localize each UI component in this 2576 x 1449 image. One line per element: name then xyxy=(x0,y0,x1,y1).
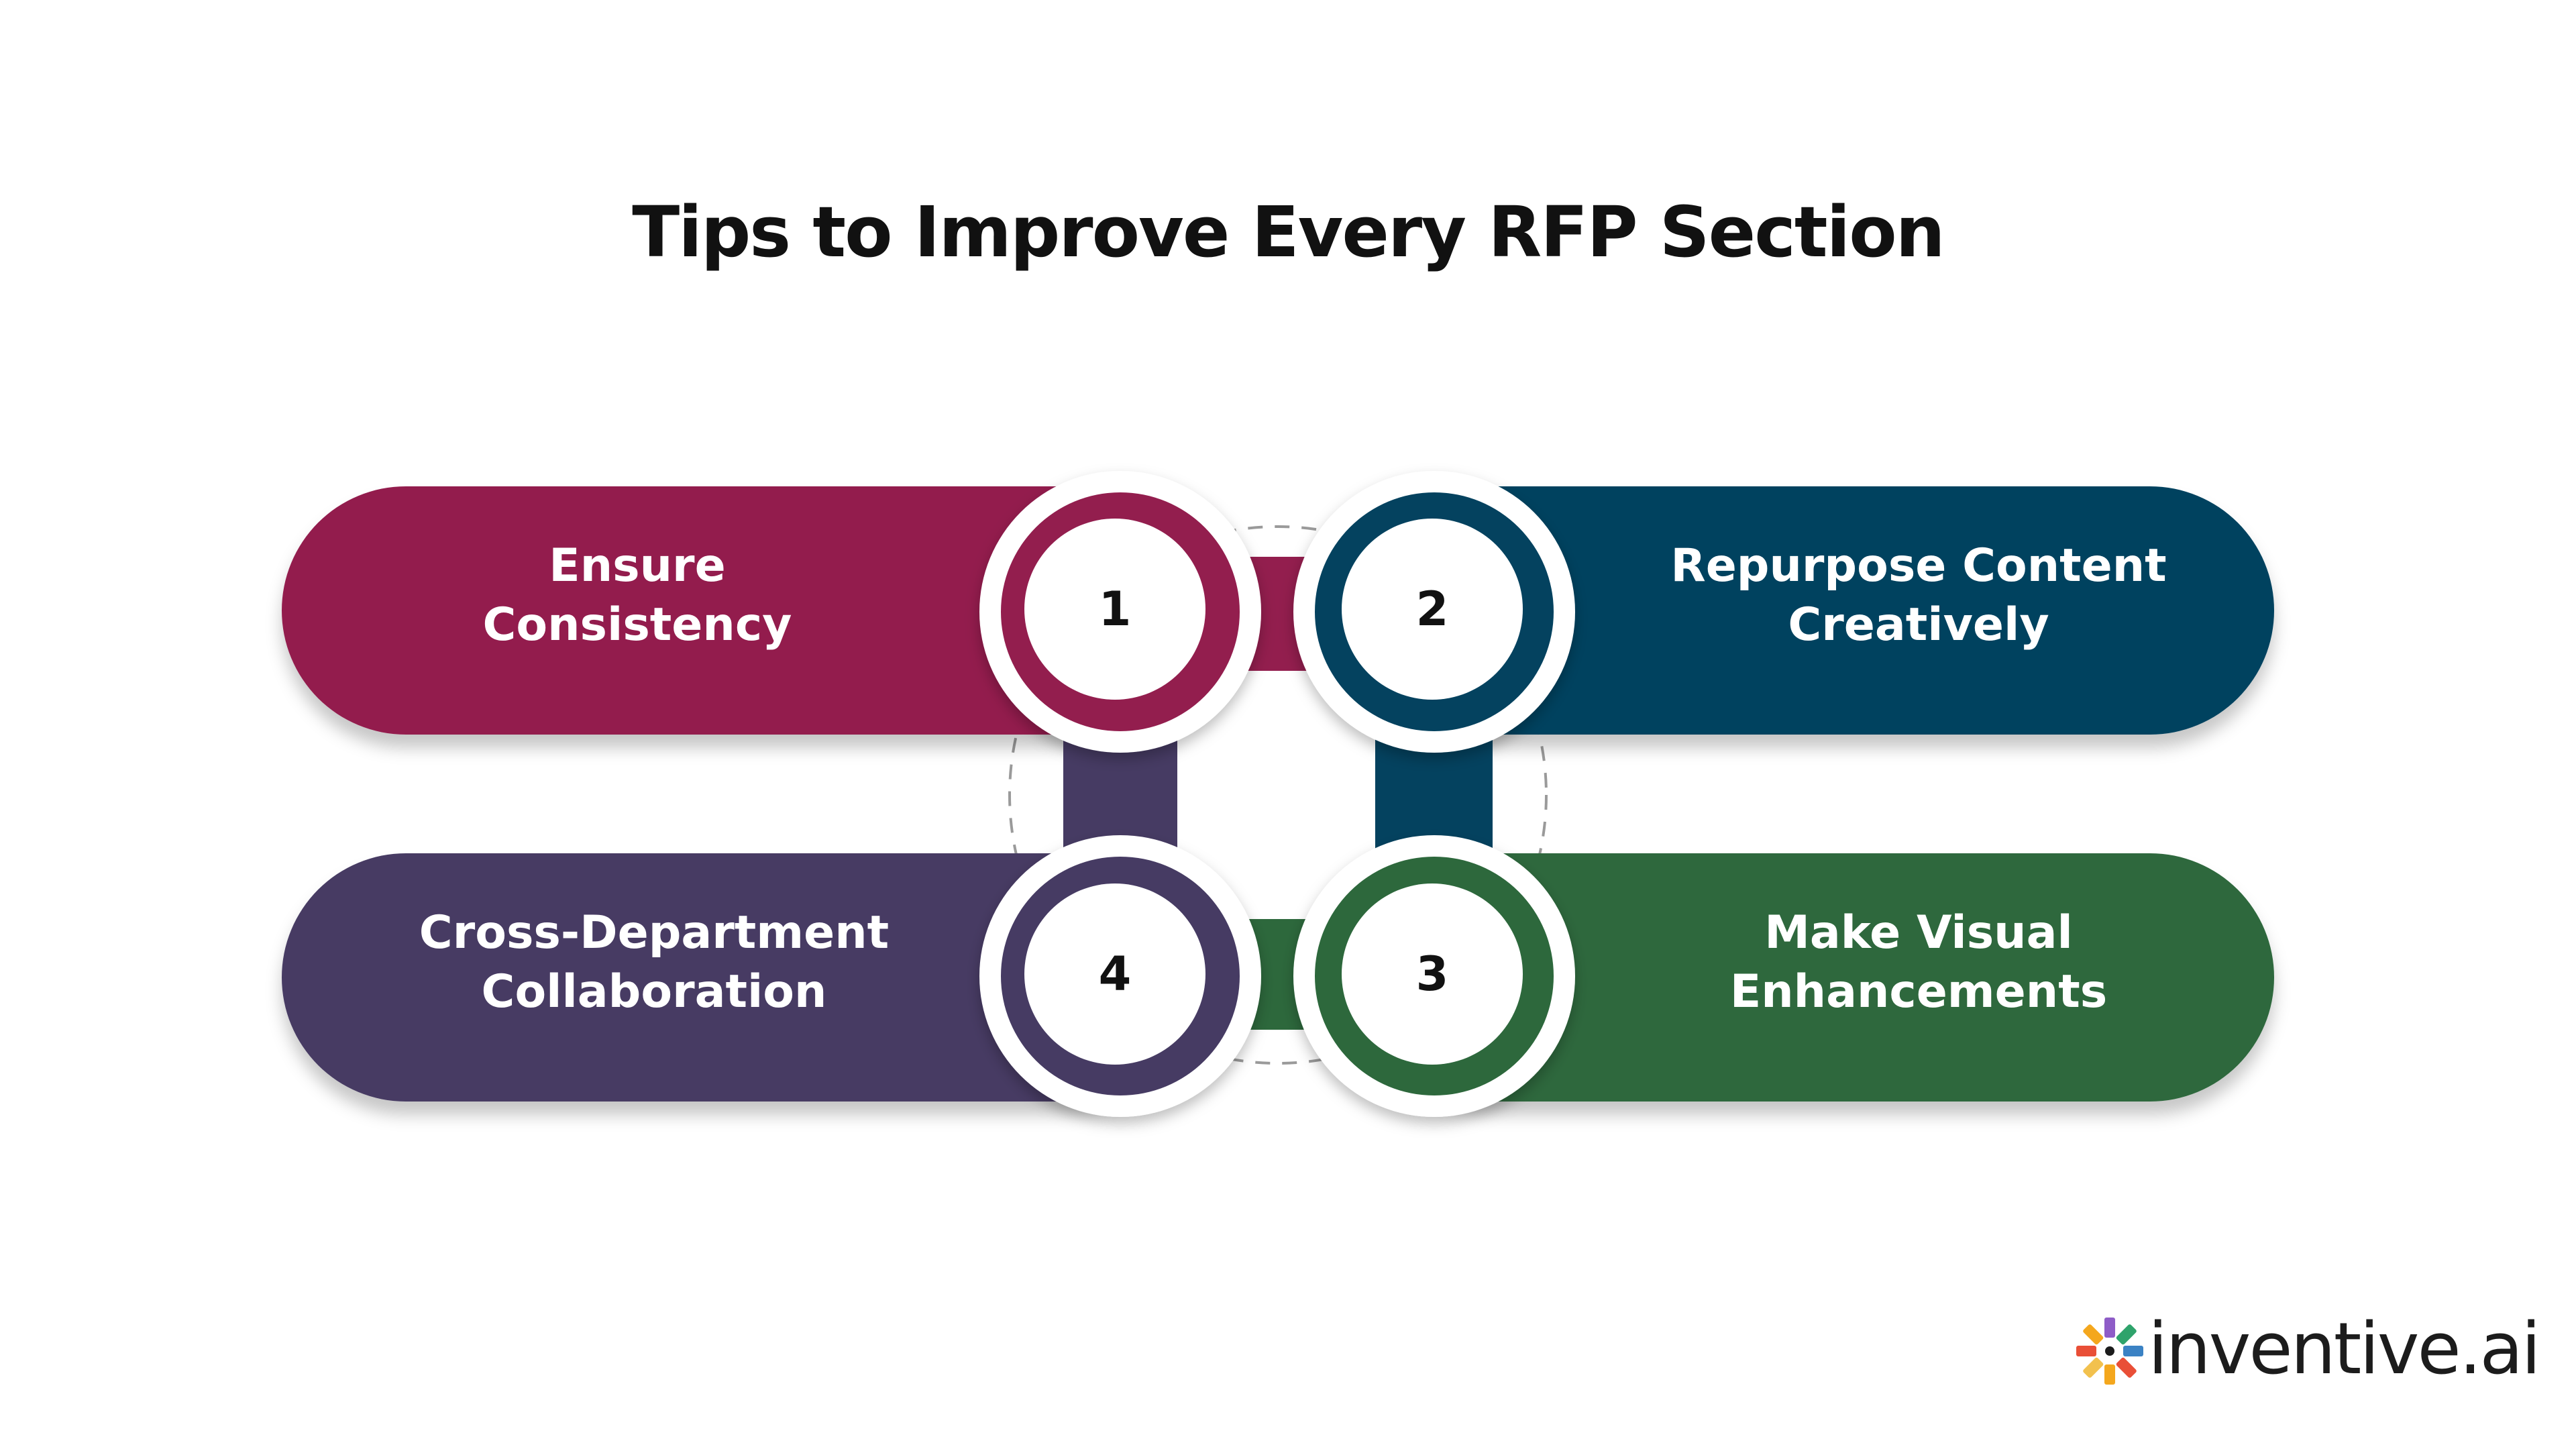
ring-step-4 xyxy=(979,835,1261,1117)
ring-step-3 xyxy=(1293,835,1575,1117)
ring-step-2 xyxy=(1293,471,1575,753)
dashed-center-circle xyxy=(1008,525,1548,1065)
step-4-number: 4 xyxy=(1098,947,1132,1002)
step-1-label-line-2: Consistency xyxy=(482,598,792,651)
step-3-label-line-1: Make Visual xyxy=(1764,906,2073,959)
step-1-label: Ensure Consistency xyxy=(416,537,859,655)
step-3-label: Make Visual Enhancements xyxy=(1623,904,2214,1022)
pill-step-1 xyxy=(282,486,1187,735)
step-2-number: 2 xyxy=(1415,582,1449,637)
step-1-label-line-1: Ensure xyxy=(549,539,726,592)
pinwheel-logo-mark xyxy=(2076,1318,2143,1385)
step-2-label-line-1: Repurpose Content xyxy=(1670,539,2167,592)
page-title: Tips to Improve Every RFP Section xyxy=(632,191,1945,273)
pill-step-2 xyxy=(1368,486,2274,735)
ring-step-1 xyxy=(979,471,1261,753)
pill-step-3 xyxy=(1368,853,2274,1102)
inventive-ai-logo: inventive.ai xyxy=(2073,1307,2556,1392)
step-4-label-line-1: Cross-Department xyxy=(419,906,890,959)
pill-step-4 xyxy=(282,853,1187,1102)
step-2-label-line-2: Creatively xyxy=(1788,598,2049,651)
step-1-number: 1 xyxy=(1098,582,1132,637)
step-3-label-line-2: Enhancements xyxy=(1729,965,2108,1018)
logo-wordmark: inventive.ai xyxy=(2148,1307,2541,1390)
step-4-label-line-2: Collaboration xyxy=(481,965,827,1018)
step-2-label: Repurpose Content Creatively xyxy=(1623,537,2214,655)
step-4-label: Cross-Department Collaboration xyxy=(376,904,932,1022)
step-3-number: 3 xyxy=(1415,947,1449,1002)
